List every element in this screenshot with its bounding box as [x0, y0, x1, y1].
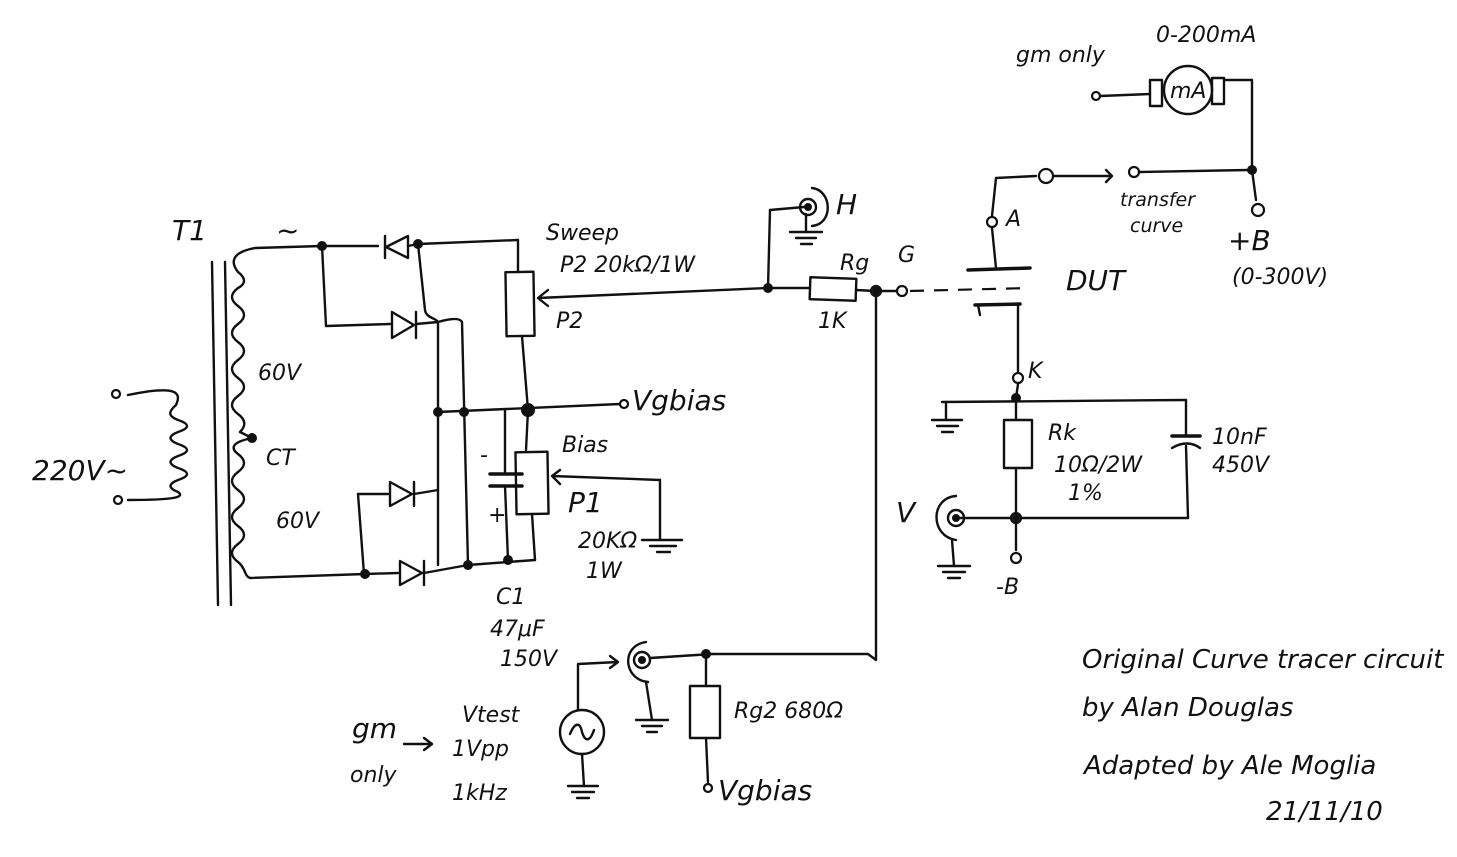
note-author: by Alan Douglas: [1082, 693, 1293, 723]
cathode-network: [930, 382, 1202, 580]
transformer-t1: [110, 244, 367, 607]
label-c1-spec2: 150V: [500, 647, 559, 672]
label-vgbias-top: Vgbias: [632, 384, 726, 417]
label-t1: T1: [172, 214, 207, 247]
label-vgbias-bottom: Vgbias: [718, 774, 812, 807]
label-c1-minus: -: [480, 443, 488, 468]
diode-d4: [398, 559, 424, 587]
label-rg-value: 1K: [818, 309, 848, 334]
label-gm-only-top: gm only: [1016, 43, 1106, 68]
label-vtest-amplitude: 1Vpp: [452, 737, 509, 762]
label-a: A: [1004, 207, 1021, 232]
label-rk: Rk: [1048, 421, 1077, 446]
label-p1: P1: [568, 486, 603, 519]
label-minus-b: -B: [996, 575, 1019, 600]
label-dut: DUT: [1066, 264, 1127, 297]
label-p1-spec1: 20KΩ: [578, 529, 637, 554]
label-tilde: ~: [276, 214, 299, 247]
gm-test-source: [402, 640, 722, 800]
cathode-terminal: [1011, 371, 1025, 385]
label-g: G: [898, 243, 915, 268]
label-p2: P2: [556, 309, 583, 334]
label-v: V: [896, 496, 917, 529]
label-c1-spec1: 47μF: [490, 617, 545, 642]
diode-d1: [384, 234, 410, 260]
resistor-rg: [808, 276, 858, 302]
label-only: only: [350, 763, 398, 788]
label-p2-spec: P2 20kΩ/1W: [560, 253, 696, 278]
label-h: H: [836, 188, 857, 221]
note-original: Original Curve tracer circuit: [1082, 645, 1444, 675]
label-bias: Bias: [562, 433, 608, 458]
label-p1-spec2: 1W: [586, 559, 623, 584]
label-plus-b-range: (0-300V): [1232, 265, 1328, 290]
rg-network: [710, 186, 909, 662]
h-jack: [810, 186, 829, 228]
vtest-jack: [627, 640, 650, 684]
dut-tube: [909, 215, 1032, 385]
potentiometer-p2: [504, 270, 770, 412]
label-sweep: Sweep: [546, 221, 619, 246]
minus-b-terminal: [1009, 551, 1023, 565]
labels: T1 220V~ ~ 60V CT 60V Sweep P2 20kΩ/1W P…: [32, 23, 1444, 827]
label-c1-plus: +: [488, 503, 506, 528]
vgbias-terminal-bottom: [702, 782, 714, 794]
label-rk-spec1: 10Ω/2W: [1054, 453, 1143, 478]
bias-network: [433, 398, 684, 567]
rectifier-bridge: [317, 234, 520, 587]
plus-b-terminal: [1250, 202, 1266, 218]
note-adapted: Adapted by Ale Moglia: [1082, 751, 1376, 781]
potentiometer-p1: [514, 450, 550, 516]
label-ct: CT: [266, 446, 296, 471]
label-vtest: Vtest: [462, 703, 521, 728]
plate-supply: [990, 64, 1266, 218]
label-c1: C1: [496, 585, 525, 610]
label-vtest-frequency: 1kHz: [452, 781, 507, 806]
label-rk-spec2: 1%: [1068, 481, 1103, 506]
resistor-rg2: [688, 684, 722, 740]
label-cap-spec1: 10nF: [1212, 425, 1267, 450]
label-curve: curve: [1130, 215, 1183, 237]
label-transfer: transfer: [1120, 189, 1196, 211]
grid-terminal: [895, 284, 909, 298]
label-gm: gm: [352, 712, 397, 745]
label-rg2: Rg2 680Ω: [734, 699, 843, 724]
label-plus-b: +B: [1228, 224, 1271, 257]
diode-d3: [388, 480, 414, 508]
label-220v: 220V~: [32, 454, 128, 487]
label-ma-range: 0-200mA: [1156, 23, 1256, 48]
capacitor-10nf: [1170, 442, 1202, 450]
diode-d2: [390, 310, 416, 340]
note-date: 21/11/10: [1266, 797, 1383, 827]
vgbias-terminal-top: [618, 398, 630, 410]
anode-terminal: [985, 215, 999, 229]
label-ma: mA: [1170, 79, 1206, 104]
label-cap-spec2: 450V: [1212, 453, 1271, 478]
v-jack: [935, 494, 958, 542]
resistor-rk: [1002, 418, 1034, 470]
label-k: K: [1028, 359, 1044, 384]
label-60v-top: 60V: [258, 361, 303, 386]
label-rg: Rg: [840, 251, 869, 276]
label-60v-bottom: 60V: [276, 509, 321, 534]
